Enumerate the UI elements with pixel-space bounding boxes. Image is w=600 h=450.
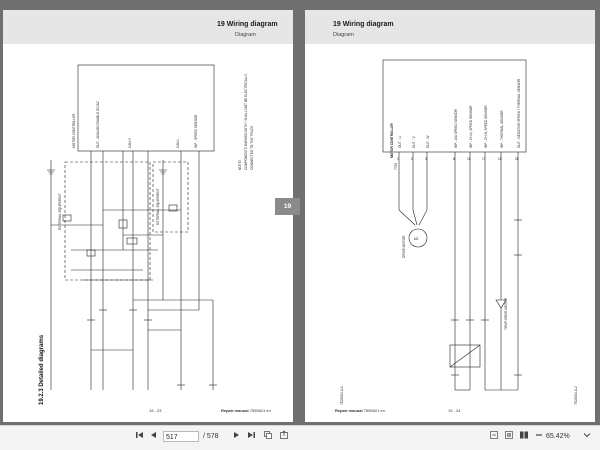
label-temp-drive-motor: TEMP DRIVE MOTOR	[504, 297, 508, 330]
right-page-number: 19 - 24	[448, 408, 461, 413]
label-can-h: CAN H	[128, 137, 132, 148]
fit-width-icon[interactable]	[488, 430, 500, 443]
label-controller-right: MOTOR CONTROLLER	[390, 122, 394, 158]
pin-5: 16	[467, 157, 471, 161]
label-drive-motor: DRIVE MOTOR	[402, 235, 406, 258]
next-page-icon[interactable]	[230, 430, 242, 443]
left-page-subtitle: Diagram	[235, 32, 256, 38]
pin-7: 18	[498, 157, 502, 161]
left-wiring-diagram: OUT - ANALOG ENABLE DC/AC MOTOR CONTROLL…	[39, 64, 254, 405]
label-external-equipment-2: EXTERNAL EQUIPMENT	[156, 188, 160, 225]
note-line-3: CONNECTED TO THE TRUCK	[250, 125, 254, 170]
label-out-v: OUT - V	[412, 135, 416, 148]
ref-a2: 7E22004-A-2	[574, 386, 578, 405]
export-icon[interactable]	[278, 430, 290, 443]
skip-to-end-icon[interactable]	[245, 430, 257, 443]
pin-8: 28	[515, 157, 519, 161]
label-inp-thermal: INP - THERMAL SENSOR	[500, 110, 504, 148]
right-page-subtitle: Diagram	[333, 32, 354, 38]
right-wiring-diagram: MOTOR CONTROLLER 7755 OUT - U OUT - V OU…	[340, 59, 578, 405]
label-controller: MOTOR CONTROLLER	[72, 113, 76, 148]
label-analog-enable: OUT - ANALOG ENABLE DC/AC	[96, 100, 100, 148]
previous-page-icon[interactable]	[148, 430, 160, 443]
pin-4: 8	[453, 157, 455, 161]
right-page-footer: Repair manual 7595621 en	[335, 408, 385, 413]
fit-page-icon[interactable]	[503, 430, 515, 443]
label-speed-sensor: INP - SPEED SENSOR	[194, 114, 198, 148]
note-line-2: COMPONENTS MARKED WITH * SHALL NOT BE EL…	[244, 73, 248, 170]
pin-1: 1	[397, 157, 399, 161]
document-viewport[interactable]: 19 Wiring diagram Diagram	[0, 0, 600, 425]
motor-label: M1	[414, 237, 419, 241]
label-out-negative: OUT - NEGATIVE SPEED / THERMAL SENSOR	[517, 78, 521, 148]
pin-2: 2	[411, 157, 413, 161]
copy-icon[interactable]	[262, 430, 274, 443]
view-mode-icon[interactable]	[518, 430, 530, 443]
label-can-l: CAN L	[176, 138, 180, 148]
left-page-header: 19 Wiring diagram Diagram	[3, 10, 293, 44]
page-total: / 578	[203, 433, 219, 440]
label-external-equipment-1: EXTERNAL EQUIPMENT	[58, 193, 62, 230]
chapter-tab: 19	[275, 198, 300, 215]
label-out-w: OUT - W	[426, 135, 430, 148]
label-inp-ch-b: INP - CH B, SPEED SENSOR	[484, 105, 488, 148]
left-page-number: 19 - 23	[149, 408, 162, 413]
left-page-footer: Repair manual 7595621 en	[221, 408, 271, 413]
viewer-toolbar	[0, 425, 600, 450]
chevron-down-icon[interactable]	[582, 430, 592, 443]
section-title: 19.2.3 Detailed diagrams	[39, 334, 45, 405]
label-out-u: OUT - U	[398, 135, 402, 148]
pin-3: 3	[425, 157, 427, 161]
right-page-header: 19 Wiring diagram Diagram	[305, 10, 595, 44]
zoom-out-icon[interactable]	[533, 430, 545, 443]
pin-6: 17	[482, 157, 486, 161]
note-line-1: NOTE!	[238, 160, 242, 170]
skip-to-start-icon[interactable]	[134, 430, 146, 443]
right-page-title: 19 Wiring diagram	[333, 21, 394, 28]
ref-a1: 7E22004-A-1	[340, 386, 344, 405]
label-inp-speed: INP - A/A SPEED SENSOR	[454, 108, 458, 148]
right-page: 19 Wiring diagram Diagram	[305, 10, 595, 422]
label-inp-ch-a: INP - CH A, SPEED SENSOR	[469, 105, 473, 148]
left-page: 19 Wiring diagram Diagram	[3, 10, 293, 422]
left-page-title: 19 Wiring diagram	[217, 21, 278, 28]
label-controller-ref: 7755	[394, 163, 398, 170]
zoom-level[interactable]: 65.42%	[546, 433, 570, 440]
page-number-input[interactable]: 517	[163, 431, 199, 442]
